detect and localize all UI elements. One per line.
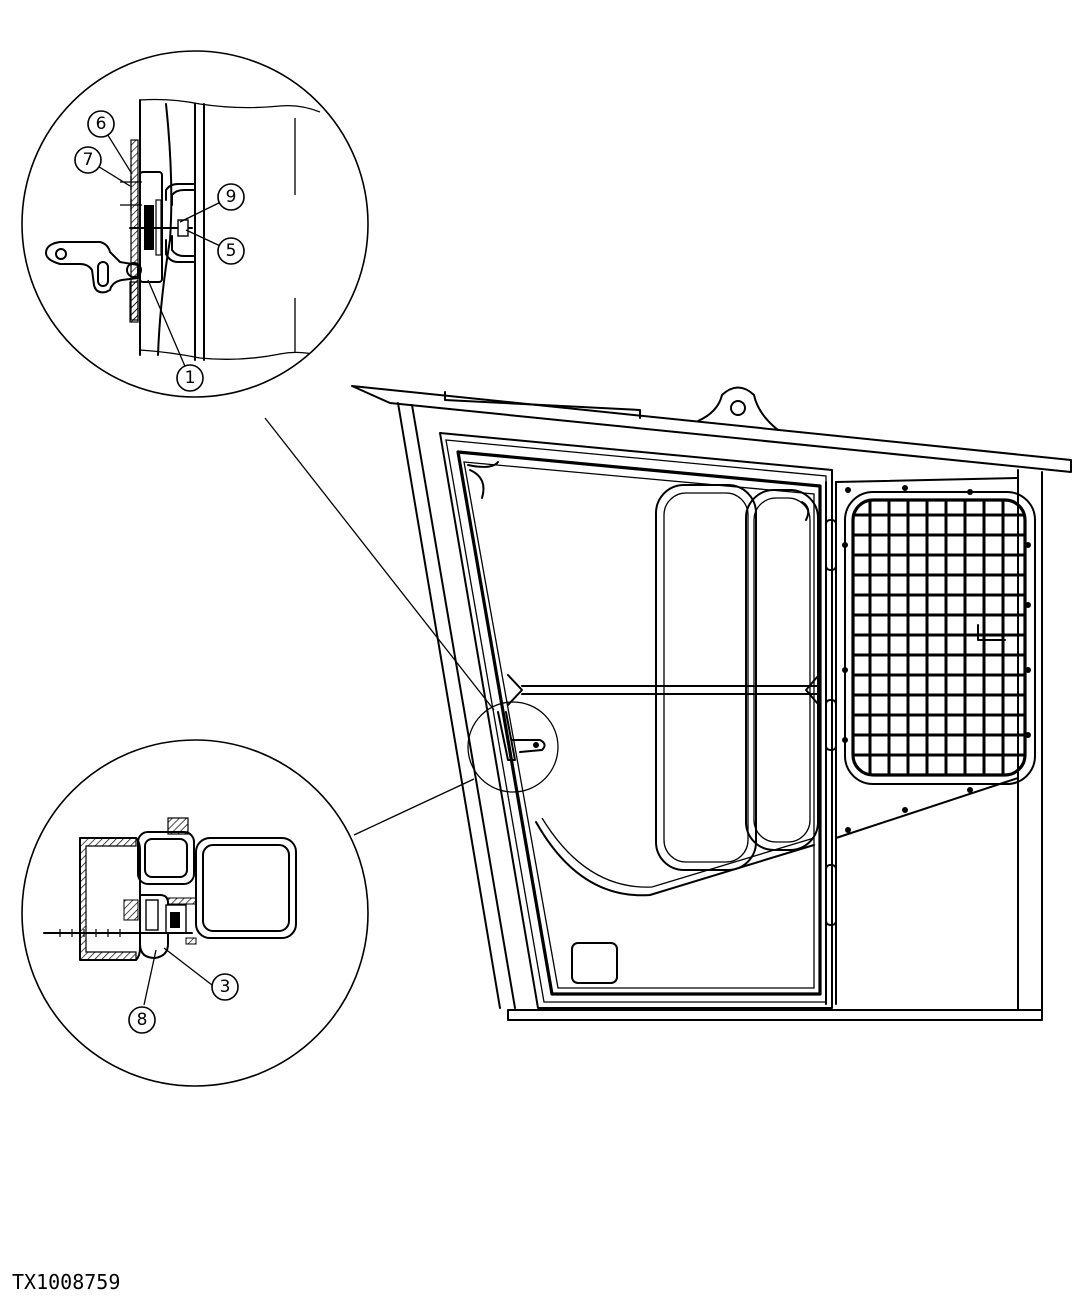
door-pane-left — [655, 484, 757, 871]
svg-text:5: 5 — [226, 241, 237, 261]
callout-9: 9 — [217, 183, 245, 211]
cab-side-view — [351, 385, 1072, 1021]
door-pane-right — [745, 489, 819, 851]
front-post-inner — [411, 404, 516, 1009]
callout-7: 7 — [74, 146, 102, 174]
callout-8: 8 — [128, 1006, 156, 1034]
door-glass-edge — [456, 450, 822, 996]
lifting-eye-hole — [730, 400, 746, 416]
cab-base — [507, 1009, 1043, 1021]
callout-1: 1 — [176, 364, 204, 392]
figure-id-label: TX1008759 — [12, 1270, 121, 1294]
leader-line-top — [264, 417, 495, 711]
svg-text:3: 3 — [220, 977, 231, 997]
cab-roof — [351, 385, 1072, 473]
detail-locator-circle — [467, 701, 559, 793]
leader-line-bottom — [353, 778, 475, 836]
callout-6: 6 — [87, 110, 115, 138]
callout-3: 3 — [211, 973, 239, 1001]
detail-view-bottom — [21, 739, 369, 1087]
door-lower-curve — [535, 821, 815, 897]
svg-text:6: 6 — [96, 114, 107, 134]
rear-screen-window — [844, 491, 1036, 785]
svg-text:7: 7 — [83, 150, 94, 170]
detail-view-top — [21, 50, 369, 398]
roof-strip — [444, 391, 641, 419]
door-kick-panel — [571, 942, 618, 984]
rear-side-panel — [835, 477, 1019, 839]
lifting-eye — [697, 386, 779, 431]
front-post-outer — [397, 402, 501, 1009]
door-frame-outer — [439, 432, 833, 1009]
svg-text:1: 1 — [185, 368, 196, 388]
svg-text:9: 9 — [226, 187, 237, 207]
svg-text:8: 8 — [137, 1010, 148, 1030]
callout-5: 5 — [217, 237, 245, 265]
